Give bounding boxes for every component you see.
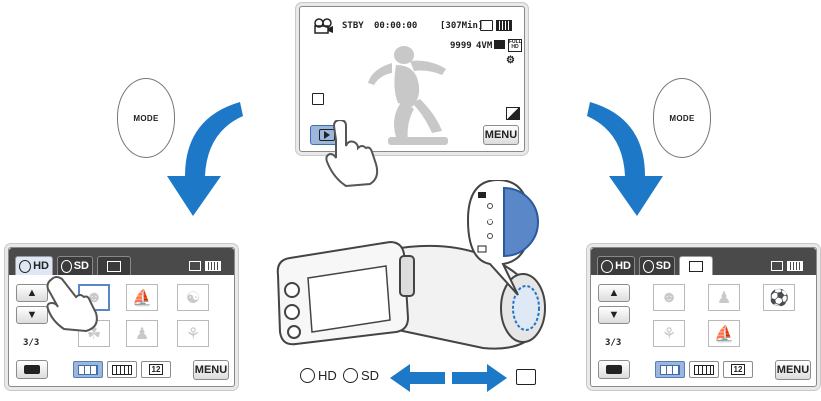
right-record-mode-button[interactable] <box>598 360 630 379</box>
recording-time: 00:00:00 <box>374 21 418 31</box>
left-thumbnail-screen: HD SD ▲ ▼ 3/3 ☻ ⛵ ☯ ☘ ♟ ⚘ 12 MENU <box>8 247 235 387</box>
grid-12-icon <box>694 364 714 375</box>
left-tab-hd[interactable]: HD <box>15 256 53 275</box>
right-view-6-button[interactable] <box>655 361 685 378</box>
left-tab-photo[interactable] <box>97 256 131 275</box>
left-hand-pointer-icon <box>42 275 100 333</box>
left-thumbnail-3[interactable]: ☯ <box>177 284 209 311</box>
left-thumbnail-5[interactable]: ♟ <box>126 320 158 347</box>
right-thumbnail-3[interactable]: ⚽ <box>763 284 795 311</box>
video-play-icon <box>343 368 358 383</box>
left-record-mode-button[interactable] <box>16 360 48 379</box>
left-menu-button[interactable]: MENU <box>193 360 229 380</box>
left-view-12-button[interactable] <box>107 361 137 378</box>
photo-playback-icon <box>516 369 536 385</box>
right-thumbnail-5[interactable]: ⛵ <box>708 320 740 347</box>
camcorder-illustration: MODE <box>268 178 553 360</box>
remaining-time: [307Min] <box>440 21 484 31</box>
grid-6-icon <box>660 364 680 375</box>
grid-6-icon <box>78 364 98 375</box>
video-play-icon <box>643 259 654 273</box>
right-thumbnail-4[interactable]: ⚘ <box>653 320 685 347</box>
right-arrow-icon <box>452 364 507 392</box>
left-thumbnail-6[interactable]: ⚘ <box>177 320 209 347</box>
left-curved-arrow-icon <box>145 98 245 218</box>
right-curved-arrow-icon <box>585 98 685 218</box>
photo-count: 9999 <box>450 41 472 51</box>
left-thumbnail-2[interactable]: ⛵ <box>126 284 158 311</box>
photo-icon <box>107 260 121 272</box>
left-scroll-up-button[interactable]: ▲ <box>16 284 48 302</box>
right-tab-photo[interactable] <box>679 256 713 275</box>
video-play-icon <box>300 368 315 383</box>
left-arrow-icon <box>390 364 445 392</box>
right-menu-button[interactable]: MENU <box>775 360 811 380</box>
standby-status: STBY <box>342 21 364 31</box>
camera-dial-label: MODE <box>484 217 502 223</box>
video-camera-icon <box>312 17 334 35</box>
left-battery-icon <box>205 261 221 271</box>
left-view-6-button[interactable] <box>73 361 103 378</box>
left-card-icon <box>189 261 201 271</box>
battery-icon <box>496 20 512 31</box>
hand-pointer-icon <box>320 118 384 188</box>
camcorder-icon <box>606 365 622 374</box>
right-page-indicator: 3/3 <box>605 338 622 348</box>
right-card-icon <box>771 261 783 271</box>
stabilizer-icon: ⚙ <box>506 55 515 66</box>
top-menu-button[interactable]: MENU <box>483 125 519 145</box>
left-date-view-button[interactable]: 12 <box>141 361 171 378</box>
legend-sd: SD <box>343 368 379 383</box>
right-battery-icon <box>787 261 803 271</box>
grid-12-icon <box>112 364 132 375</box>
camcorder-icon <box>24 365 40 374</box>
right-view-12-button[interactable] <box>689 361 719 378</box>
video-play-icon <box>61 259 72 273</box>
right-thumbnail-screen: HD SD ▲ ▼ 3/3 ☻ ♟ ⚽ ⚘ ⛵ 12 MENU <box>590 247 817 387</box>
left-tab-sd[interactable]: SD <box>57 256 93 275</box>
self-timer-icon <box>312 93 324 105</box>
left-page-indicator: 3/3 <box>23 338 40 348</box>
right-date-view-button[interactable]: 12 <box>723 361 753 378</box>
backlight-icon <box>506 107 520 120</box>
storage-card-icon <box>480 20 493 31</box>
right-mode-button[interactable]: MODE <box>653 78 711 158</box>
calendar-icon: 12 <box>148 364 164 375</box>
calendar-icon: 12 <box>730 364 746 375</box>
right-thumbnail-2[interactable]: ♟ <box>708 284 740 311</box>
right-tab-hd[interactable]: HD <box>597 256 635 275</box>
video-play-icon <box>601 259 614 273</box>
video-play-icon <box>19 259 32 273</box>
quality-icon <box>494 40 505 49</box>
right-thumbnail-1[interactable]: ☻ <box>653 284 685 311</box>
resolution-indicator: 4VM <box>476 41 493 51</box>
left-mode-button[interactable]: MODE <box>117 78 175 158</box>
photo-icon <box>689 260 703 272</box>
right-tab-sd[interactable]: SD <box>639 256 675 275</box>
skater-silhouette-image <box>362 41 472 149</box>
left-scroll-down-button[interactable]: ▼ <box>16 306 48 324</box>
legend-hd: HD <box>300 368 337 383</box>
right-scroll-down-button[interactable]: ▼ <box>598 306 630 324</box>
right-scroll-up-button[interactable]: ▲ <box>598 284 630 302</box>
